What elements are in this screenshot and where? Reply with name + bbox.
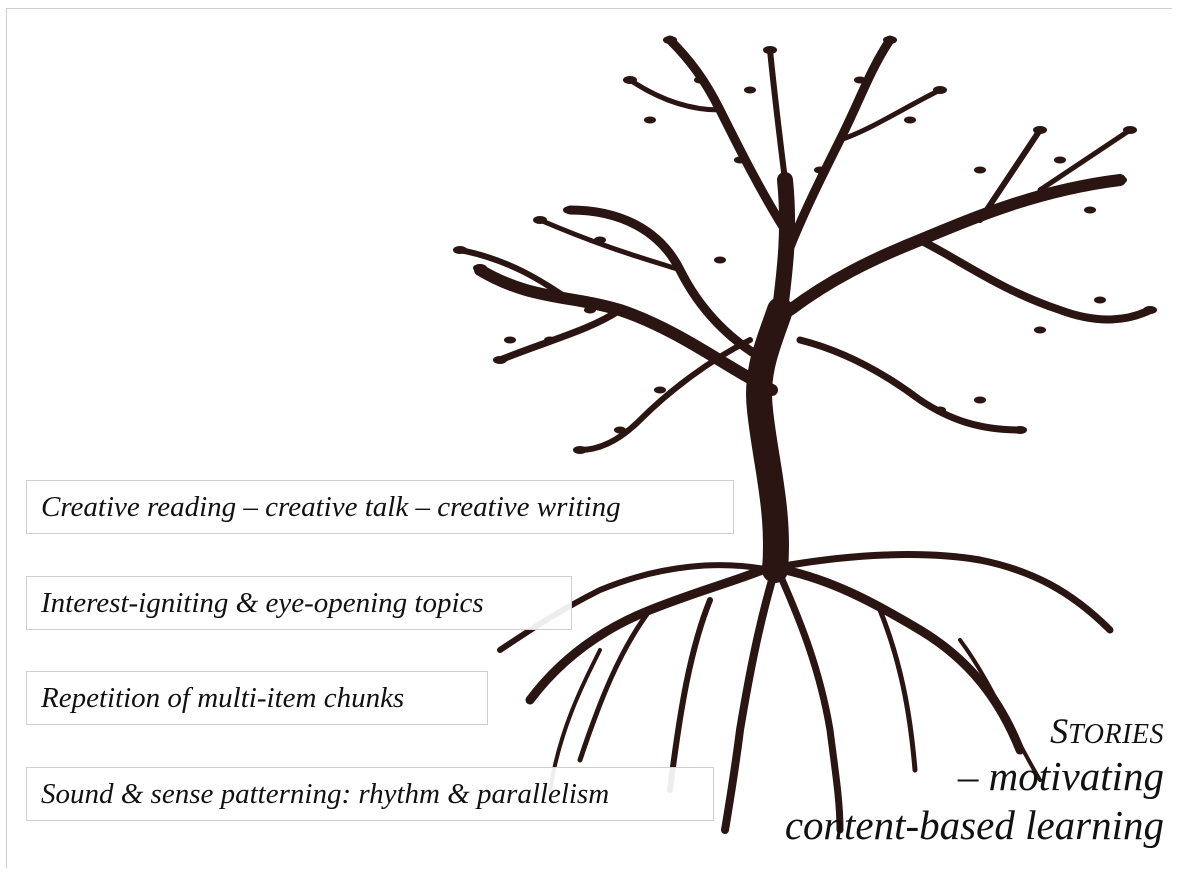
stories-subtitle: – motivating	[957, 753, 1164, 800]
topic-box-label: Creative reading – creative talk – creat…	[41, 490, 621, 523]
stories-title-initial: S	[1050, 711, 1069, 751]
tree-illustration	[453, 35, 1157, 834]
topic-box-label: Interest-igniting & eye-opening topics	[41, 586, 484, 619]
topic-box-patterning: Sound & sense patterning: rhythm & paral…	[26, 767, 714, 821]
topic-box-label: Sound & sense patterning: rhythm & paral…	[41, 777, 610, 810]
topic-box-repetition: Repetition of multi-item chunks	[26, 671, 488, 725]
topic-box-label: Repetition of multi-item chunks	[41, 681, 405, 714]
topic-box-creative: Creative reading – creative talk – creat…	[26, 480, 734, 534]
stories-title-rest: TORIES	[1068, 719, 1164, 750]
stories-caption: STORIES – motivating content-based learn…	[785, 710, 1164, 849]
stories-title: STORIES	[785, 710, 1164, 752]
stories-tagline: content-based learning	[784, 801, 1164, 848]
slide-frame	[6, 8, 1172, 868]
topic-box-interest: Interest-igniting & eye-opening topics	[26, 576, 572, 630]
